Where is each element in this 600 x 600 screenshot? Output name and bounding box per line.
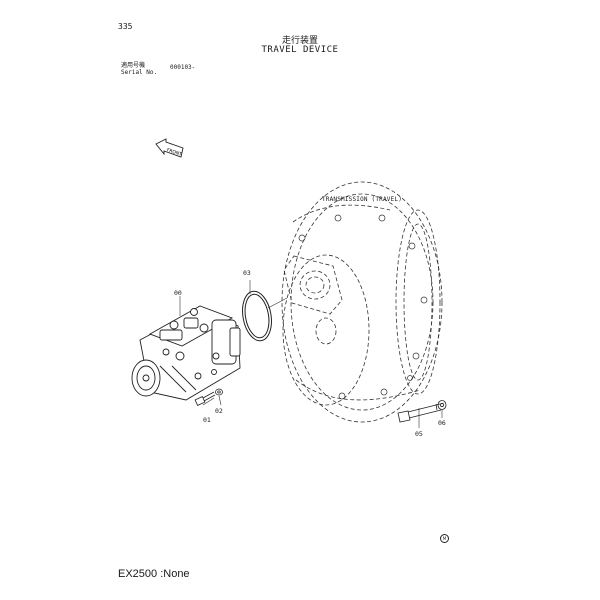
front-arrow-label: FRONT [166,147,183,158]
part-label-06: 06 [438,419,446,427]
front-arrow-icon: FRONT [155,138,184,158]
part-label-00: 00 [174,289,182,297]
small-washer [215,388,223,396]
part-label-01: 01 [203,416,211,424]
serial-value: 000103- [170,64,196,71]
travel-motor [131,305,241,401]
model-footer: EX2500 :None [118,568,190,580]
page-number: 335 [118,22,133,31]
page-title: TRAVEL DEVICE [261,45,339,55]
large-washer [437,400,447,410]
part-label-02: 02 [215,407,223,415]
o-ring [242,290,272,342]
large-bolt [397,403,442,423]
corner-mark-icon: M [440,534,449,543]
serial-label-jp: 適用号機 [121,62,146,69]
part-label-05: 05 [415,430,423,438]
transmission-housing [281,181,443,423]
small-bolt [194,391,216,406]
serial-label: Serial No. [121,69,158,76]
part-label-03: 03 [243,269,251,277]
housing-bolt-holes [298,214,428,400]
assembly-label: TRANSMISSION (TRAVEL) [322,196,403,203]
page-title-jp: 走行装置 [281,36,318,46]
